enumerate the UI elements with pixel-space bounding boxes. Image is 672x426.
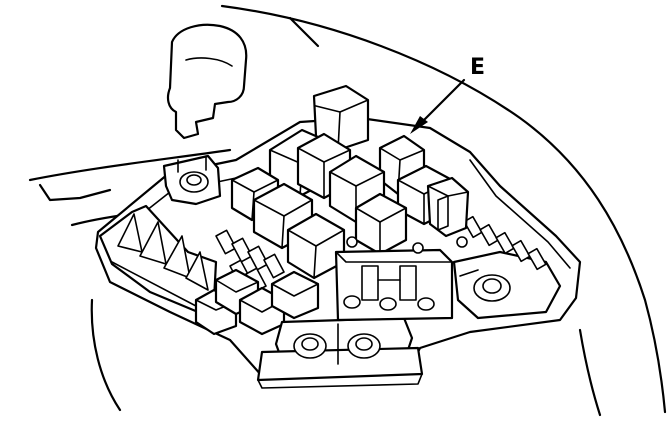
relay-group (230, 84, 454, 280)
arrow-head (410, 116, 428, 134)
relay (312, 84, 370, 152)
hole-markers (346, 236, 468, 254)
reservoir (166, 23, 248, 140)
callout-label: E (470, 55, 485, 80)
relay (354, 192, 408, 256)
lower-left-blocks (194, 268, 320, 336)
leader-line (418, 78, 466, 126)
left-bracket (98, 204, 218, 314)
center-terminal-block (334, 248, 454, 322)
callout-e: E (410, 55, 485, 134)
bottom-connector (256, 316, 424, 389)
mounting-post-left (162, 154, 222, 206)
right-fuse-slots (426, 176, 547, 271)
right-terminal-module (452, 250, 562, 320)
